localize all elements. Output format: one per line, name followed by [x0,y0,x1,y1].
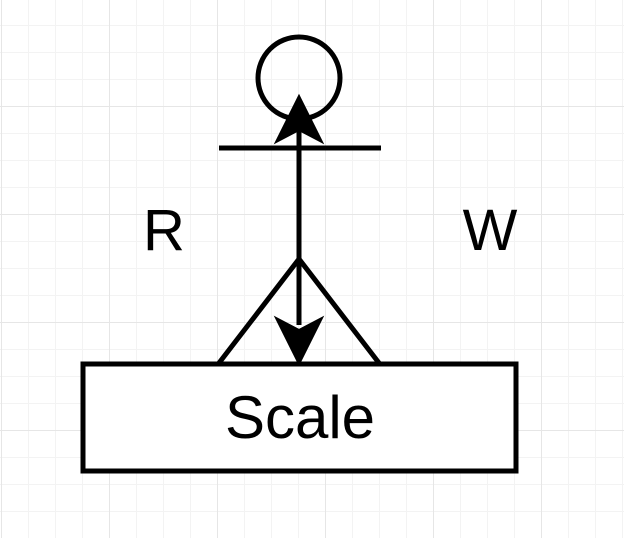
label-r: R [143,198,185,263]
triangle-fulcrum [217,254,381,365]
down-arrowhead [273,315,325,367]
scale-box [80,361,519,474]
label-w: W [463,198,518,263]
scale-label: Scale [225,384,375,451]
up-arrowhead [273,93,325,145]
